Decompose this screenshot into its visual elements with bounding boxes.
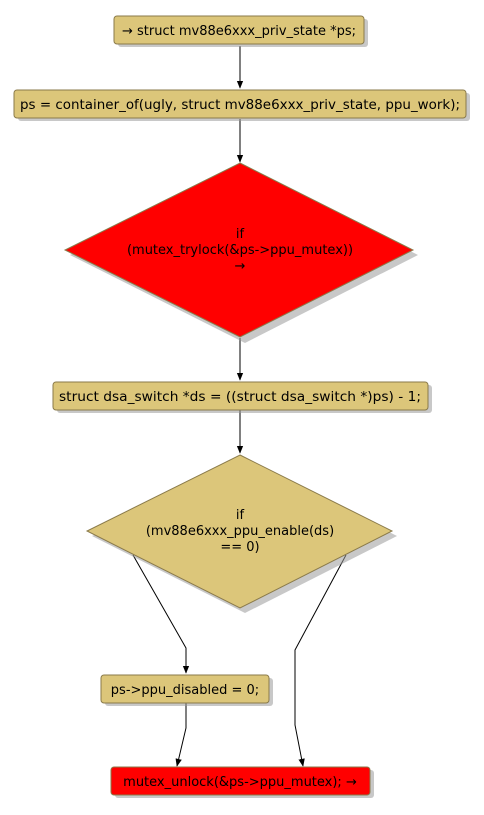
node-if-enable[interactable]: if (mv88e6xxx_ppu_enable(ds) == 0) xyxy=(85,454,397,613)
node-if-enable-diamond xyxy=(85,454,394,609)
edge-if-enable-false-to-unlock xyxy=(294,554,347,767)
node-if-trylock-line2: (mutex_trylock(&ps->ppu_mutex)) xyxy=(127,243,353,258)
edge-set-disabled-to-unlock xyxy=(175,703,187,767)
node-if-enable-line2: (mv88e6xxx_ppu_enable(ds) xyxy=(146,524,334,539)
node-unlock-label: mutex_unlock(&ps->ppu_mutex); → xyxy=(123,775,357,790)
node-unlock[interactable]: mutex_unlock(&ps->ppu_mutex); → xyxy=(110,766,374,798)
edge-if-enable-true-to-set-disabled xyxy=(132,554,190,674)
node-assign-ds-label: struct dsa_switch *ds = ((struct dsa_swi… xyxy=(59,390,421,405)
node-start-label: → struct mv88e6xxx_priv_state *ps; xyxy=(122,24,356,39)
node-if-trylock-line3: → xyxy=(235,259,246,274)
node-set-disabled[interactable]: ps->ppu_disabled = 0; xyxy=(100,674,273,706)
edges xyxy=(132,46,347,767)
node-set-disabled-label: ps->ppu_disabled = 0; xyxy=(111,683,259,698)
node-assign-ds[interactable]: struct dsa_switch *ds = ((struct dsa_swi… xyxy=(52,381,432,413)
node-start-box xyxy=(113,15,365,45)
node-start[interactable]: → struct mv88e6xxx_priv_state *ps; xyxy=(113,15,368,47)
node-assign-ps-box xyxy=(13,89,467,119)
node-if-enable-line3: == 0) xyxy=(220,540,259,555)
node-if-enable-line1: if xyxy=(236,508,245,523)
node-set-disabled-box xyxy=(100,674,270,704)
node-if-trylock[interactable]: if (mutex_trylock(&ps->ppu_mutex)) → xyxy=(63,162,418,343)
node-if-trylock-line1: if xyxy=(236,227,245,242)
node-unlock-box xyxy=(110,766,371,796)
node-assign-ds-box xyxy=(52,381,429,411)
node-assign-ps[interactable]: ps = container_of(ugly, struct mv88e6xxx… xyxy=(13,89,470,121)
node-if-trylock-diamond xyxy=(63,162,415,338)
node-assign-ps-label: ps = container_of(ugly, struct mv88e6xxx… xyxy=(20,98,460,113)
